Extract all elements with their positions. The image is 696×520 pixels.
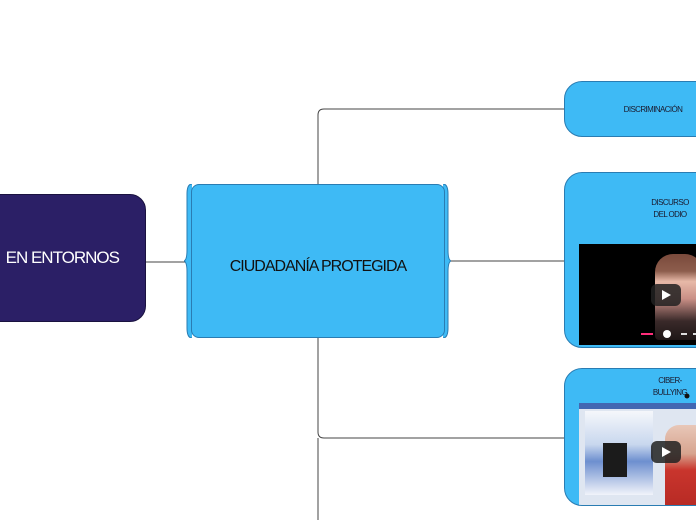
play-icon (662, 447, 671, 457)
video-thumbnail[interactable] (579, 403, 696, 505)
connector-lower (317, 338, 565, 439)
cursor-icon (684, 393, 690, 399)
main-node-left-brace (184, 184, 193, 338)
video-thumbnail[interactable] (579, 244, 696, 345)
topic-label: CIBER- BULLYING (652, 376, 688, 397)
topic-label: DISCRIMINACIÓN (623, 105, 683, 114)
topic-discurso-del-odio[interactable]: DISCURSO DEL ODIO (564, 172, 696, 348)
main-node[interactable]: CIUDADANÍA PROTEGIDA (191, 184, 445, 338)
play-button[interactable] (651, 441, 681, 463)
root-node[interactable]: EN ENTORNOS (0, 194, 146, 322)
screenshot-dark-panel (603, 443, 627, 477)
root-node-label: EN ENTORNOS (5, 248, 120, 267)
connector-trunk (317, 108, 565, 184)
topic-label: DISCURSO DEL ODIO (651, 198, 689, 219)
screenshot-topbar (579, 403, 696, 409)
topic-discriminacion[interactable]: DISCRIMINACIÓN (564, 81, 696, 137)
main-node-right-brace (442, 184, 451, 338)
video-controls (641, 330, 696, 338)
play-icon (662, 290, 671, 300)
main-node-label: CIUDADANÍA PROTEGIDA (229, 258, 407, 275)
video-person-image (665, 425, 696, 505)
play-button[interactable] (651, 284, 681, 306)
topic-ciberbullying[interactable]: CIBER- BULLYING (564, 368, 696, 506)
